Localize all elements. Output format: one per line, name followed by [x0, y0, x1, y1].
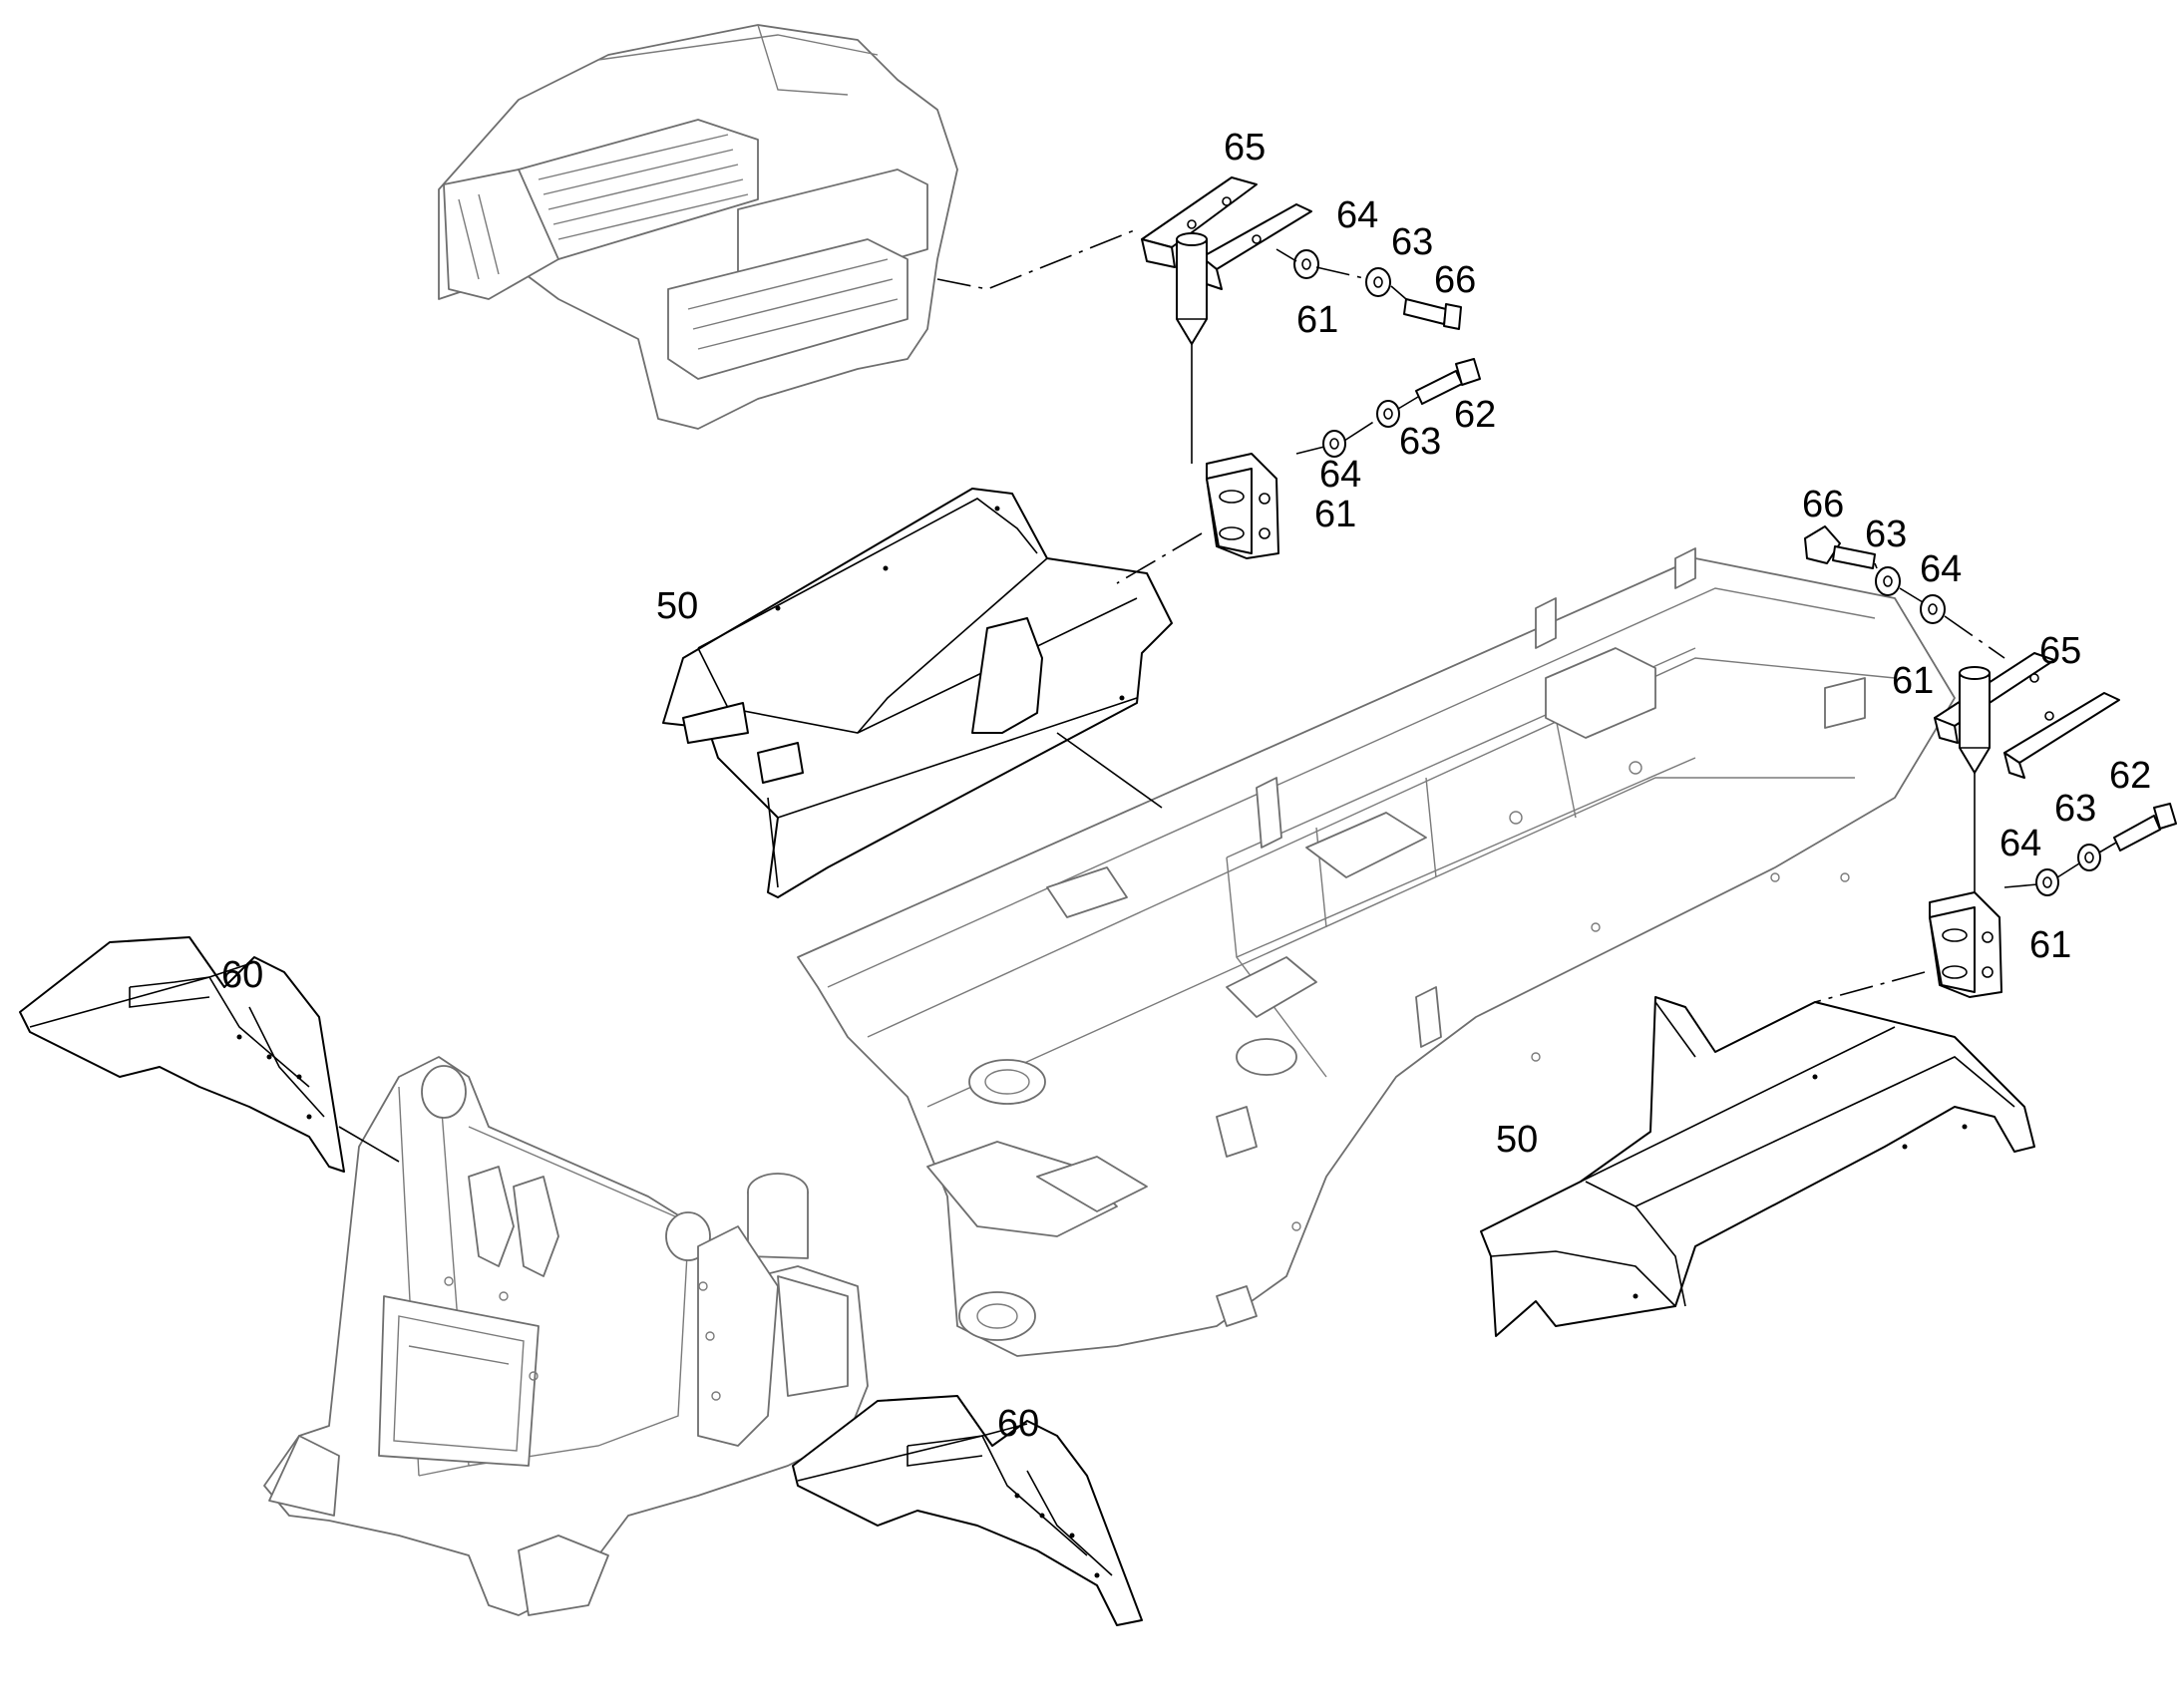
plate-65-right-a [1934, 652, 2055, 727]
bolt-62-right [2113, 815, 2161, 852]
hinge-assembly-right [1804, 525, 2177, 1003]
plate-65-right-b [2003, 692, 2120, 764]
side-cover-50-right [1480, 996, 2035, 1337]
pin-61-right [1959, 672, 1991, 774]
callout-64-mid: 64 [1319, 454, 1361, 496]
callout-60-left: 60 [221, 954, 263, 996]
callout-62-right: 62 [2109, 755, 2151, 797]
callout-50-left: 50 [656, 585, 698, 627]
rear-chassis [797, 547, 1956, 1357]
fender-60-bottom [792, 1395, 1143, 1626]
callout-66-top: 66 [1434, 259, 1476, 301]
callout-61-pin-right: 61 [1892, 660, 1934, 702]
callout-63-top: 63 [1391, 221, 1433, 263]
callout-66-right: 66 [1802, 484, 1844, 525]
callout-50-right: 50 [1496, 1119, 1538, 1161]
front-frame [263, 1056, 869, 1616]
callout-61-bracket-right: 61 [2029, 924, 2071, 966]
fender-60-left [19, 936, 400, 1173]
callout-63-right-low: 63 [2054, 788, 2096, 830]
hinge-assembly-top [936, 176, 1481, 584]
callout-labels: 65 64 63 66 61 62 63 64 61 50 66 63 64 6… [221, 127, 2151, 1445]
pin-61-top [1176, 238, 1208, 345]
callout-64-right: 64 [1920, 548, 1962, 590]
callout-61-bracket-top: 61 [1314, 494, 1356, 535]
callout-63-mid: 63 [1399, 421, 1441, 463]
callout-64-top: 64 [1336, 194, 1378, 236]
side-cover-50-left [662, 488, 1173, 898]
callout-65-right: 65 [2039, 630, 2081, 672]
engine-hood [438, 24, 958, 430]
callout-63-right: 63 [1865, 513, 1907, 555]
callout-65-top: 65 [1224, 127, 1266, 169]
callout-62-top: 62 [1454, 394, 1496, 436]
callout-64-right-low: 64 [1999, 823, 2041, 864]
callout-61-pin-top: 61 [1296, 299, 1338, 341]
bolt-66-top [1403, 298, 1447, 325]
callout-60-bottom: 60 [997, 1403, 1039, 1445]
